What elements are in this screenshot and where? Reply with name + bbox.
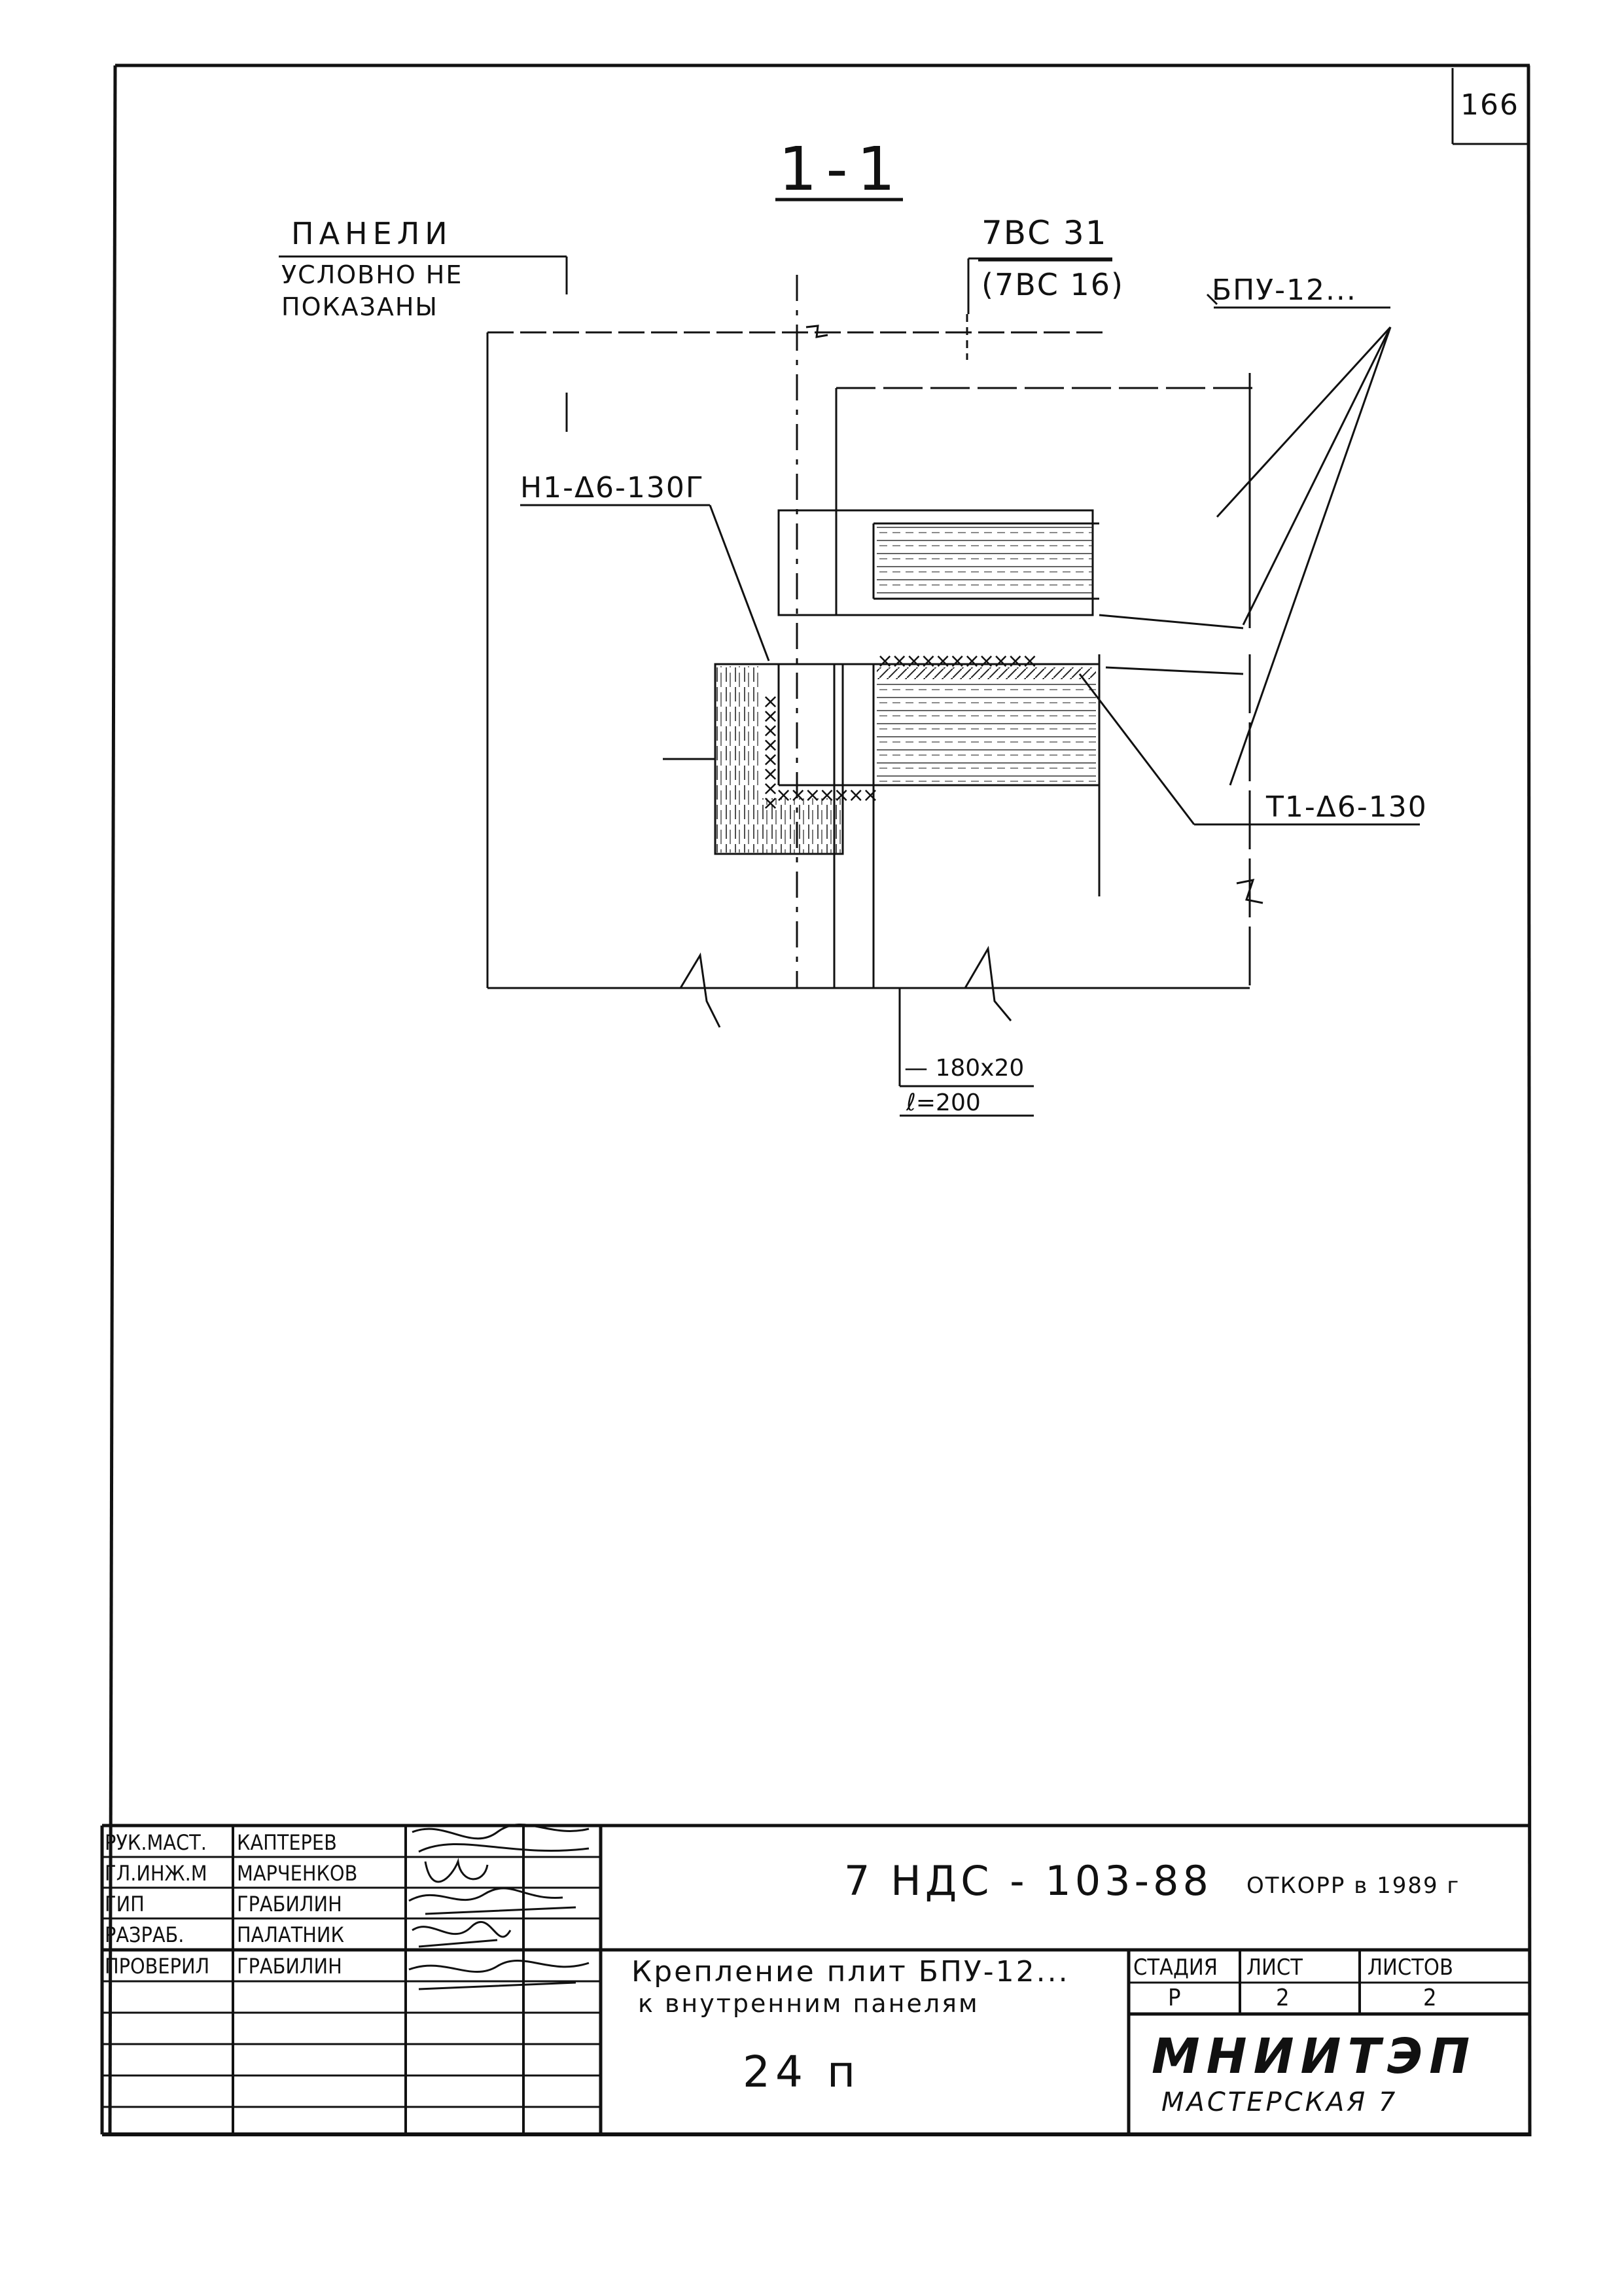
corner-sheet-number: 166 xyxy=(1460,88,1519,122)
sheets-header: ЛИСТОВ xyxy=(1368,1954,1453,1981)
role-developer: РАЗРАБ. xyxy=(105,1922,185,1947)
panel-hatch xyxy=(716,666,762,853)
lower-slab-hatch xyxy=(877,677,1096,782)
role-gip: ГИП xyxy=(105,1892,145,1916)
name-row-1: КАПТЕРЕВ xyxy=(237,1830,337,1855)
upper-slab-hatch xyxy=(877,527,1093,595)
stage-header: СТАДИЯ xyxy=(1133,1954,1218,1981)
column-mark-alt: (7ВС 16) xyxy=(981,267,1124,302)
sheet-code: 24 п xyxy=(743,2047,861,2097)
column-mark: 7ВС 31 xyxy=(981,214,1108,252)
role-project-head: РУК.МАСТ. xyxy=(105,1830,207,1855)
title-block xyxy=(100,1824,1530,2134)
name-row-4: ПАЛАТНИК xyxy=(237,1922,344,1947)
sheet-frame xyxy=(102,63,1532,2137)
leader-lines xyxy=(520,259,1420,826)
plate-hatch xyxy=(877,667,1096,679)
panels-note-line2: ПОКАЗАНЫ xyxy=(281,292,438,321)
document-code: 7 НДС - 103-88 xyxy=(844,1857,1212,1905)
drawing-title-line1: Крепление плит БПУ-12... xyxy=(631,1955,1070,1988)
name-row-2: МАРЧЕНКОВ xyxy=(237,1861,358,1886)
drawing-title-line2: к внутренним панелям xyxy=(638,1989,980,2018)
stage-value: Р xyxy=(1168,1985,1181,2011)
name-row-5: ГРАБИЛИН xyxy=(237,1954,342,1979)
weld-marks: ××××××××××× ××××××× ×××××××× xyxy=(759,650,1038,809)
organization-dept: МАСТЕРСКАЯ 7 xyxy=(1161,2087,1398,2117)
svg-text:××××××××: ×××××××× xyxy=(759,694,782,809)
panels-note-line1: УСЛОВНО НЕ xyxy=(281,260,463,289)
plate-length-label: ℓ=200 xyxy=(906,1089,981,1116)
panel-hatch-lower xyxy=(762,798,841,854)
sheet-value: 2 xyxy=(1276,1985,1290,2011)
slab-mark: БПУ-12... xyxy=(1212,274,1357,307)
section-mark: 1-1 xyxy=(779,134,905,204)
svg-text:×××××××××××: ××××××××××× xyxy=(877,650,1036,673)
plate-size-label: — 180x20 xyxy=(904,1055,1025,1082)
sheets-value: 2 xyxy=(1423,1985,1437,2011)
weld-right-label: Т1-Δ6-130 xyxy=(1266,790,1428,824)
signatures xyxy=(408,1824,590,1990)
organization-name: МНИИТЭП xyxy=(1152,2028,1477,2085)
name-row-3: ГРАБИЛИН xyxy=(237,1892,342,1916)
role-checker: ПРОВЕРИЛ xyxy=(105,1954,210,1979)
section-drawing xyxy=(279,255,1263,1117)
panels-title: ПАНЕЛИ xyxy=(291,216,453,251)
role-chief-engineer: ГЛ.ИНЖ.М xyxy=(105,1861,207,1886)
sheet-header: ЛИСТ xyxy=(1246,1954,1303,1981)
svg-text:×××××××: ××××××× xyxy=(775,784,877,807)
correction-note: ОТКОРР в 1989 г xyxy=(1246,1873,1460,1899)
weld-left-label: Н1-Δ6-130Г xyxy=(520,471,705,504)
